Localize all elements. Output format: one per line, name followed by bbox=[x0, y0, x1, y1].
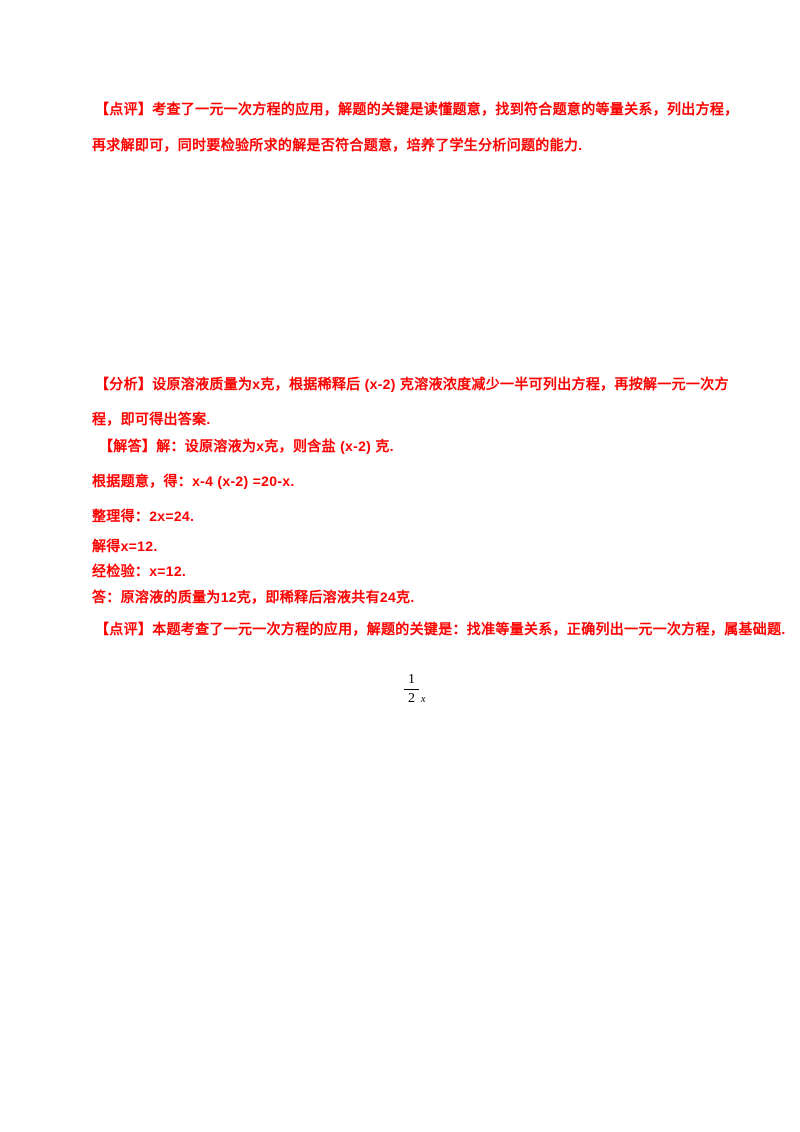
check-line: 经检验：x=12. bbox=[92, 563, 187, 579]
solve-line: 解得x=12. bbox=[92, 538, 158, 554]
equation-line: 根据题意，得：x-4 (x-2) =20-x. bbox=[92, 473, 295, 489]
review-paragraph-line-1: 【点评】考查了一元一次方程的应用，解题的关键是读懂题意，找到符合题意的等量关系，… bbox=[95, 101, 739, 117]
review-paragraph-line-2: 再求解即可，同时要检验所求的解是否符合题意，培养了学生分析问题的能力. bbox=[92, 137, 583, 153]
comment-paragraph-line: 【点评】本题考查了一元一次方程的应用，解题的关键是：找准等量关系，正确列出一元一… bbox=[95, 621, 786, 637]
fraction-denominator: 2 bbox=[408, 691, 415, 707]
fraction-formula: 1 2 x bbox=[404, 672, 425, 707]
answer-line: 答：原溶液的质量为12克，即稀释后溶液共有24克. bbox=[92, 589, 415, 605]
analysis-paragraph-line-2: 程，即可得出答案. bbox=[92, 411, 211, 427]
analysis-paragraph-line-1: 【分析】设原溶液质量为x克，根据稀释后 (x-2) 克溶液浓度减少一半可列出方程… bbox=[95, 376, 729, 392]
simplify-line: 整理得：2x=24. bbox=[92, 508, 195, 524]
fraction-suffix: x bbox=[421, 694, 426, 706]
solution-setup-line: 【解答】解：设原溶液为x克，则含盐 (x-2) 克. bbox=[99, 438, 394, 454]
fraction-one-half: 1 2 bbox=[404, 672, 419, 707]
fraction-numerator: 1 bbox=[404, 672, 419, 691]
